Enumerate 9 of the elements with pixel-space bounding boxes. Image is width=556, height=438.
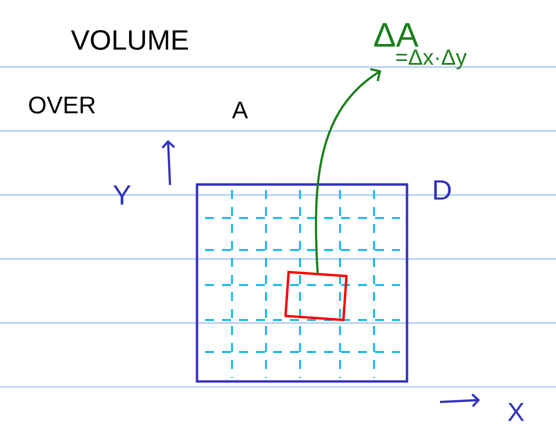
handwritten-label: OVER [29, 96, 95, 114]
leader-arrow [314, 68, 382, 273]
region-label: D [434, 180, 451, 200]
handwritten-label: A [232, 102, 248, 118]
handwritten-label: Y [113, 185, 131, 205]
handwritten-label: X [508, 403, 524, 421]
area-element [284, 270, 348, 322]
annotation-text: ΔA =Δx·Δy [374, 23, 467, 70]
handwritten-label: VOLUME [71, 30, 188, 50]
